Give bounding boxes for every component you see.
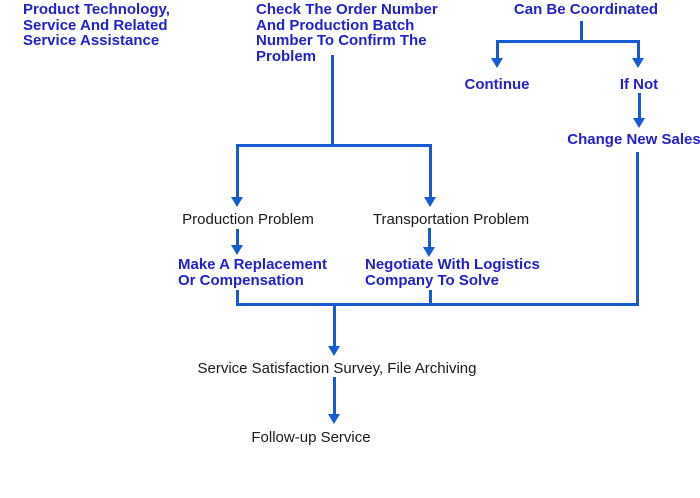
arrow-to-follow-up-head [328,414,340,424]
arrow-to-continue-head [491,58,503,68]
connector-check-order-branch [236,144,432,147]
arrow-to-if-not-head [632,58,644,68]
arrow-to-survey-head [328,346,340,356]
arrow-to-transportation-head [424,197,436,207]
arrow-to-survey-line [333,303,336,347]
node-negotiate-logistics: Negotiate With Logistics Company To Solv… [365,256,540,289]
node-if-not: If Not [619,76,659,93]
connector-change-sales-drop [636,152,639,306]
arrow-to-change-sales-line [638,93,641,119]
arrow-to-negotiate-head [423,247,435,257]
arrow-to-negotiate-line [428,228,431,248]
node-make-replacement: Make A Replacement Or Compensation [178,256,327,289]
connector-coordinated-stem [580,21,583,41]
arrow-to-continue-line [496,40,499,59]
arrow-to-production-line [236,144,239,198]
node-production-problem: Production Problem [182,211,314,228]
node-change-new-sales: Change New Sales [567,131,700,148]
connector-merge-rail [236,303,639,306]
arrow-to-replacement-head [231,245,243,255]
arrow-to-if-not-line [637,40,640,59]
connector-replacement-drop [236,290,239,306]
arrow-to-change-sales-head [633,118,645,128]
connector-check-order-stem [331,55,334,146]
connector-negotiate-drop [429,290,432,306]
node-transportation-problem: Transportation Problem [372,211,530,228]
node-intro: Product Technology, Service And Related … [23,1,170,49]
arrow-to-transportation-line [429,144,432,198]
arrow-to-follow-up-line [333,377,336,415]
arrow-to-replacement-line [236,229,239,246]
arrow-to-production-head [231,197,243,207]
node-can-be-coordinated: Can Be Coordinated [513,1,659,18]
node-check-order: Check The Order Number And Production Ba… [256,1,438,65]
node-continue: Continue [464,76,530,93]
node-follow-up: Follow-up Service [251,429,371,446]
connector-coordinated-branch [496,40,640,43]
node-survey-archiving: Service Satisfaction Survey, File Archiv… [197,360,477,377]
